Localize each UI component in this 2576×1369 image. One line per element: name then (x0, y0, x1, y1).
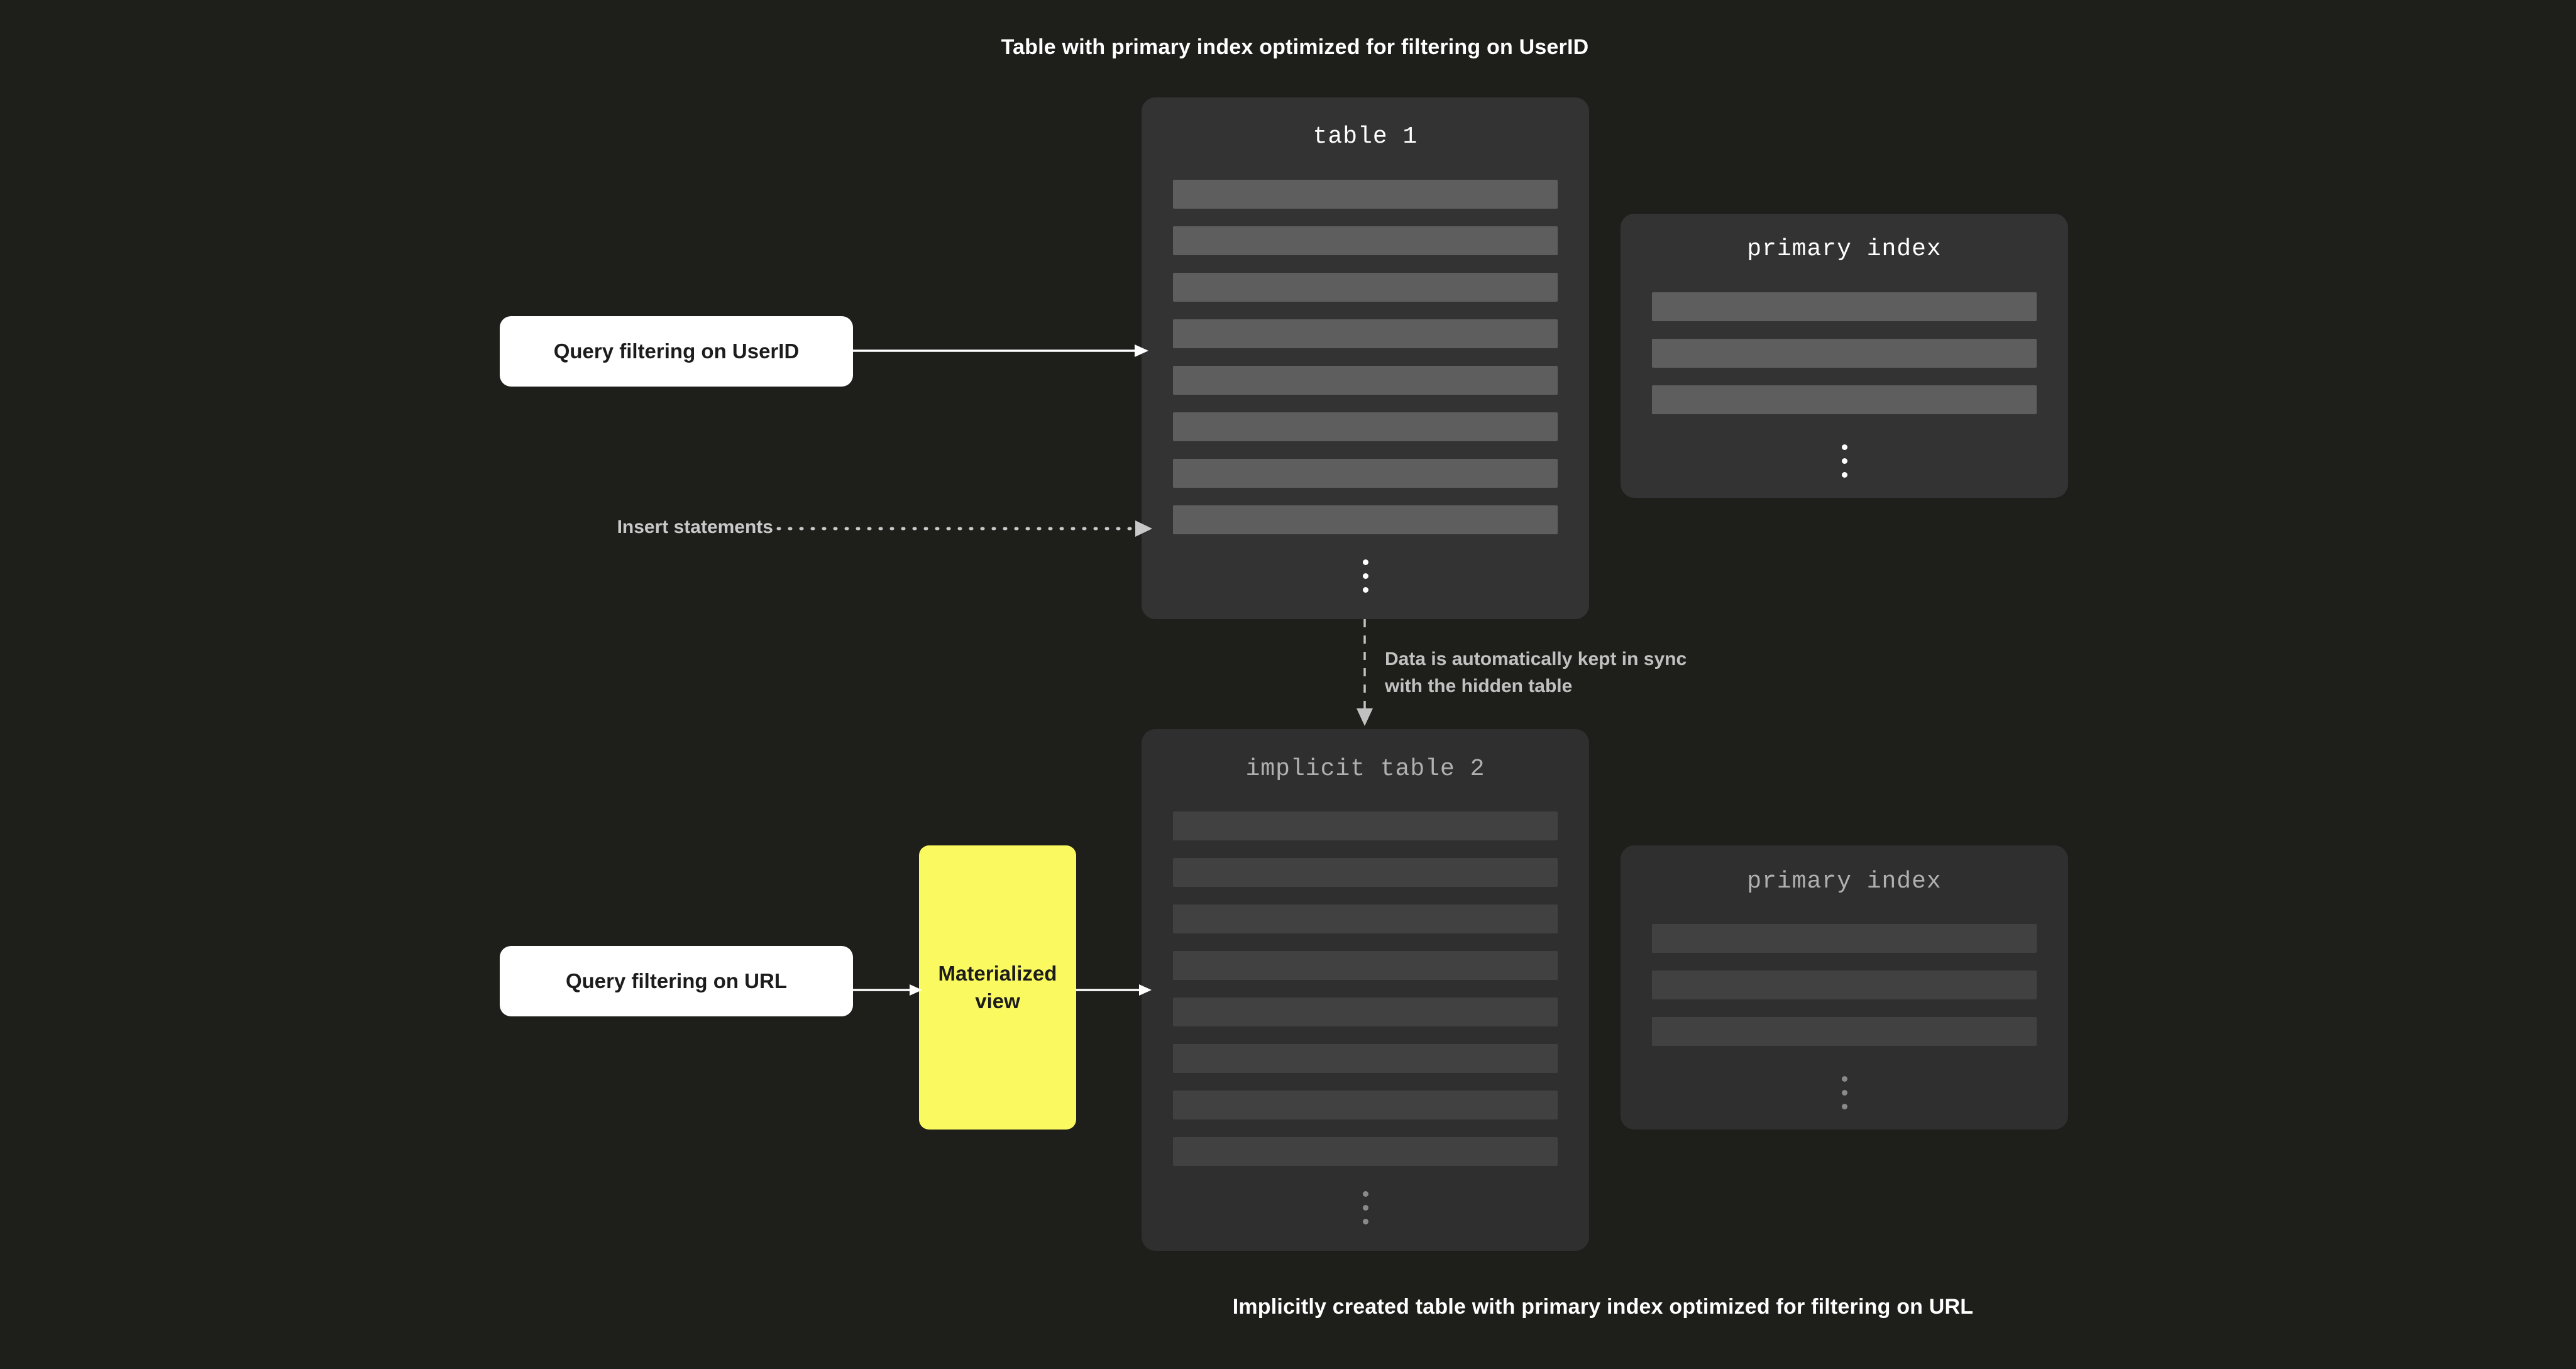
table-row (1173, 1044, 1558, 1073)
vertical-ellipsis-icon (1621, 444, 2068, 486)
arrow-query-userid-to-table1 (853, 340, 1148, 361)
query-filtering-on-userid-node[interactable]: Query filtering on UserID (500, 316, 853, 387)
card-primary-index-bottom-title: primary index (1747, 868, 1942, 895)
card-primary-index-bottom-rows (1621, 924, 2068, 1064)
arrow-materialized-view-to-table2 (1076, 982, 1152, 998)
table-row (1173, 998, 1558, 1026)
query-filtering-on-url-node[interactable]: Query filtering on URL (500, 946, 853, 1016)
table-row (1173, 811, 1558, 840)
table-row (1173, 904, 1558, 933)
index-row (1652, 924, 2037, 953)
table-row (1173, 319, 1558, 348)
card-implicit-table-2-rows (1142, 811, 1589, 1184)
table-row (1173, 1091, 1558, 1119)
table-row (1173, 180, 1558, 209)
bottom-caption: Implicitly created table with primary in… (1232, 1295, 1974, 1319)
card-primary-index-top-title: primary index (1747, 236, 1942, 263)
table-row (1173, 412, 1558, 441)
vertical-ellipsis-icon (1142, 1191, 1589, 1233)
index-row (1652, 1017, 2037, 1046)
card-primary-index-top: primary index (1621, 214, 2068, 498)
insert-statements-label: Insert statements (617, 517, 773, 537)
data-sync-label: Data is automatically kept in sync with … (1385, 649, 1687, 696)
card-implicit-table-2: implicit table 2 (1142, 729, 1589, 1251)
table-row (1173, 459, 1558, 488)
card-implicit-table-2-title: implicit table 2 (1245, 756, 1485, 783)
index-row (1652, 292, 2037, 321)
table-row (1173, 505, 1558, 534)
index-row (1652, 970, 2037, 999)
materialized-view-node[interactable]: Materialized view (919, 845, 1076, 1130)
table-row (1173, 226, 1558, 255)
vertical-ellipsis-icon (1621, 1076, 2068, 1118)
table-row (1173, 1137, 1558, 1166)
table-row (1173, 951, 1558, 980)
vertical-ellipsis-icon (1142, 559, 1589, 601)
arrow-query-url-to-materialized-view (853, 982, 922, 998)
index-row (1652, 385, 2037, 414)
arrow-insert-statements (776, 518, 1152, 539)
table-row (1173, 366, 1558, 395)
card-table-1-title: table 1 (1313, 123, 1418, 150)
card-primary-index-top-rows (1621, 292, 2068, 432)
card-primary-index-bottom: primary index (1621, 845, 2068, 1130)
arrow-data-sync (1354, 619, 1375, 726)
table-row (1173, 858, 1558, 887)
card-table-1: table 1 (1142, 97, 1589, 619)
index-row (1652, 339, 2037, 368)
table-row (1173, 273, 1558, 302)
card-table-1-rows (1142, 180, 1589, 552)
top-caption: Table with primary index optimized for f… (1001, 35, 1589, 59)
